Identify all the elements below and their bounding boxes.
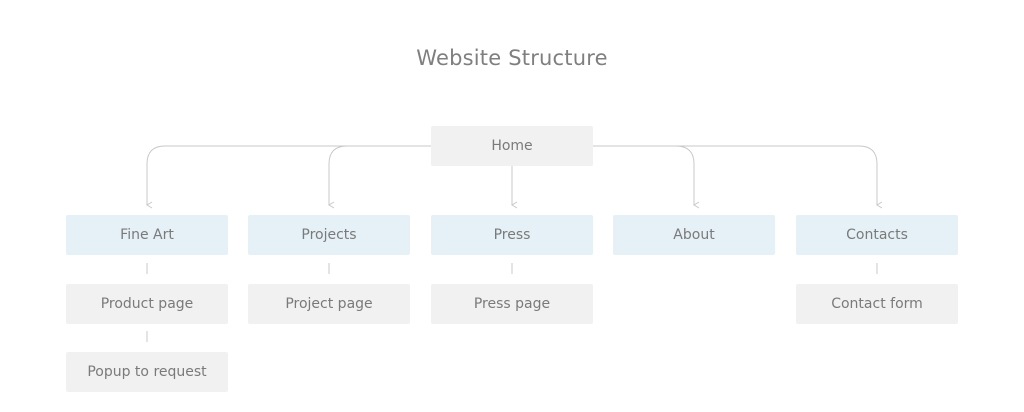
node-home[interactable]: Home <box>431 126 593 166</box>
node-contacts[interactable]: Contacts <box>796 215 958 255</box>
node-projects[interactable]: Projects <box>248 215 410 255</box>
node-contact-form[interactable]: Contact form <box>796 284 958 324</box>
node-press[interactable]: Press <box>431 215 593 255</box>
page-title: Website Structure <box>416 46 608 70</box>
node-about[interactable]: About <box>613 215 775 255</box>
node-fine-art[interactable]: Fine Art <box>66 215 228 255</box>
connector-home-about <box>593 145 700 209</box>
node-press-page[interactable]: Press page <box>431 284 593 324</box>
connector-home-contacts <box>593 145 883 209</box>
node-product-page[interactable]: Product page <box>66 284 228 324</box>
connector-home-projects <box>328 145 431 209</box>
node-popup-to-request[interactable]: Popup to request <box>66 352 228 392</box>
connector-home-fine-art <box>146 145 431 209</box>
node-project-page[interactable]: Project page <box>248 284 410 324</box>
